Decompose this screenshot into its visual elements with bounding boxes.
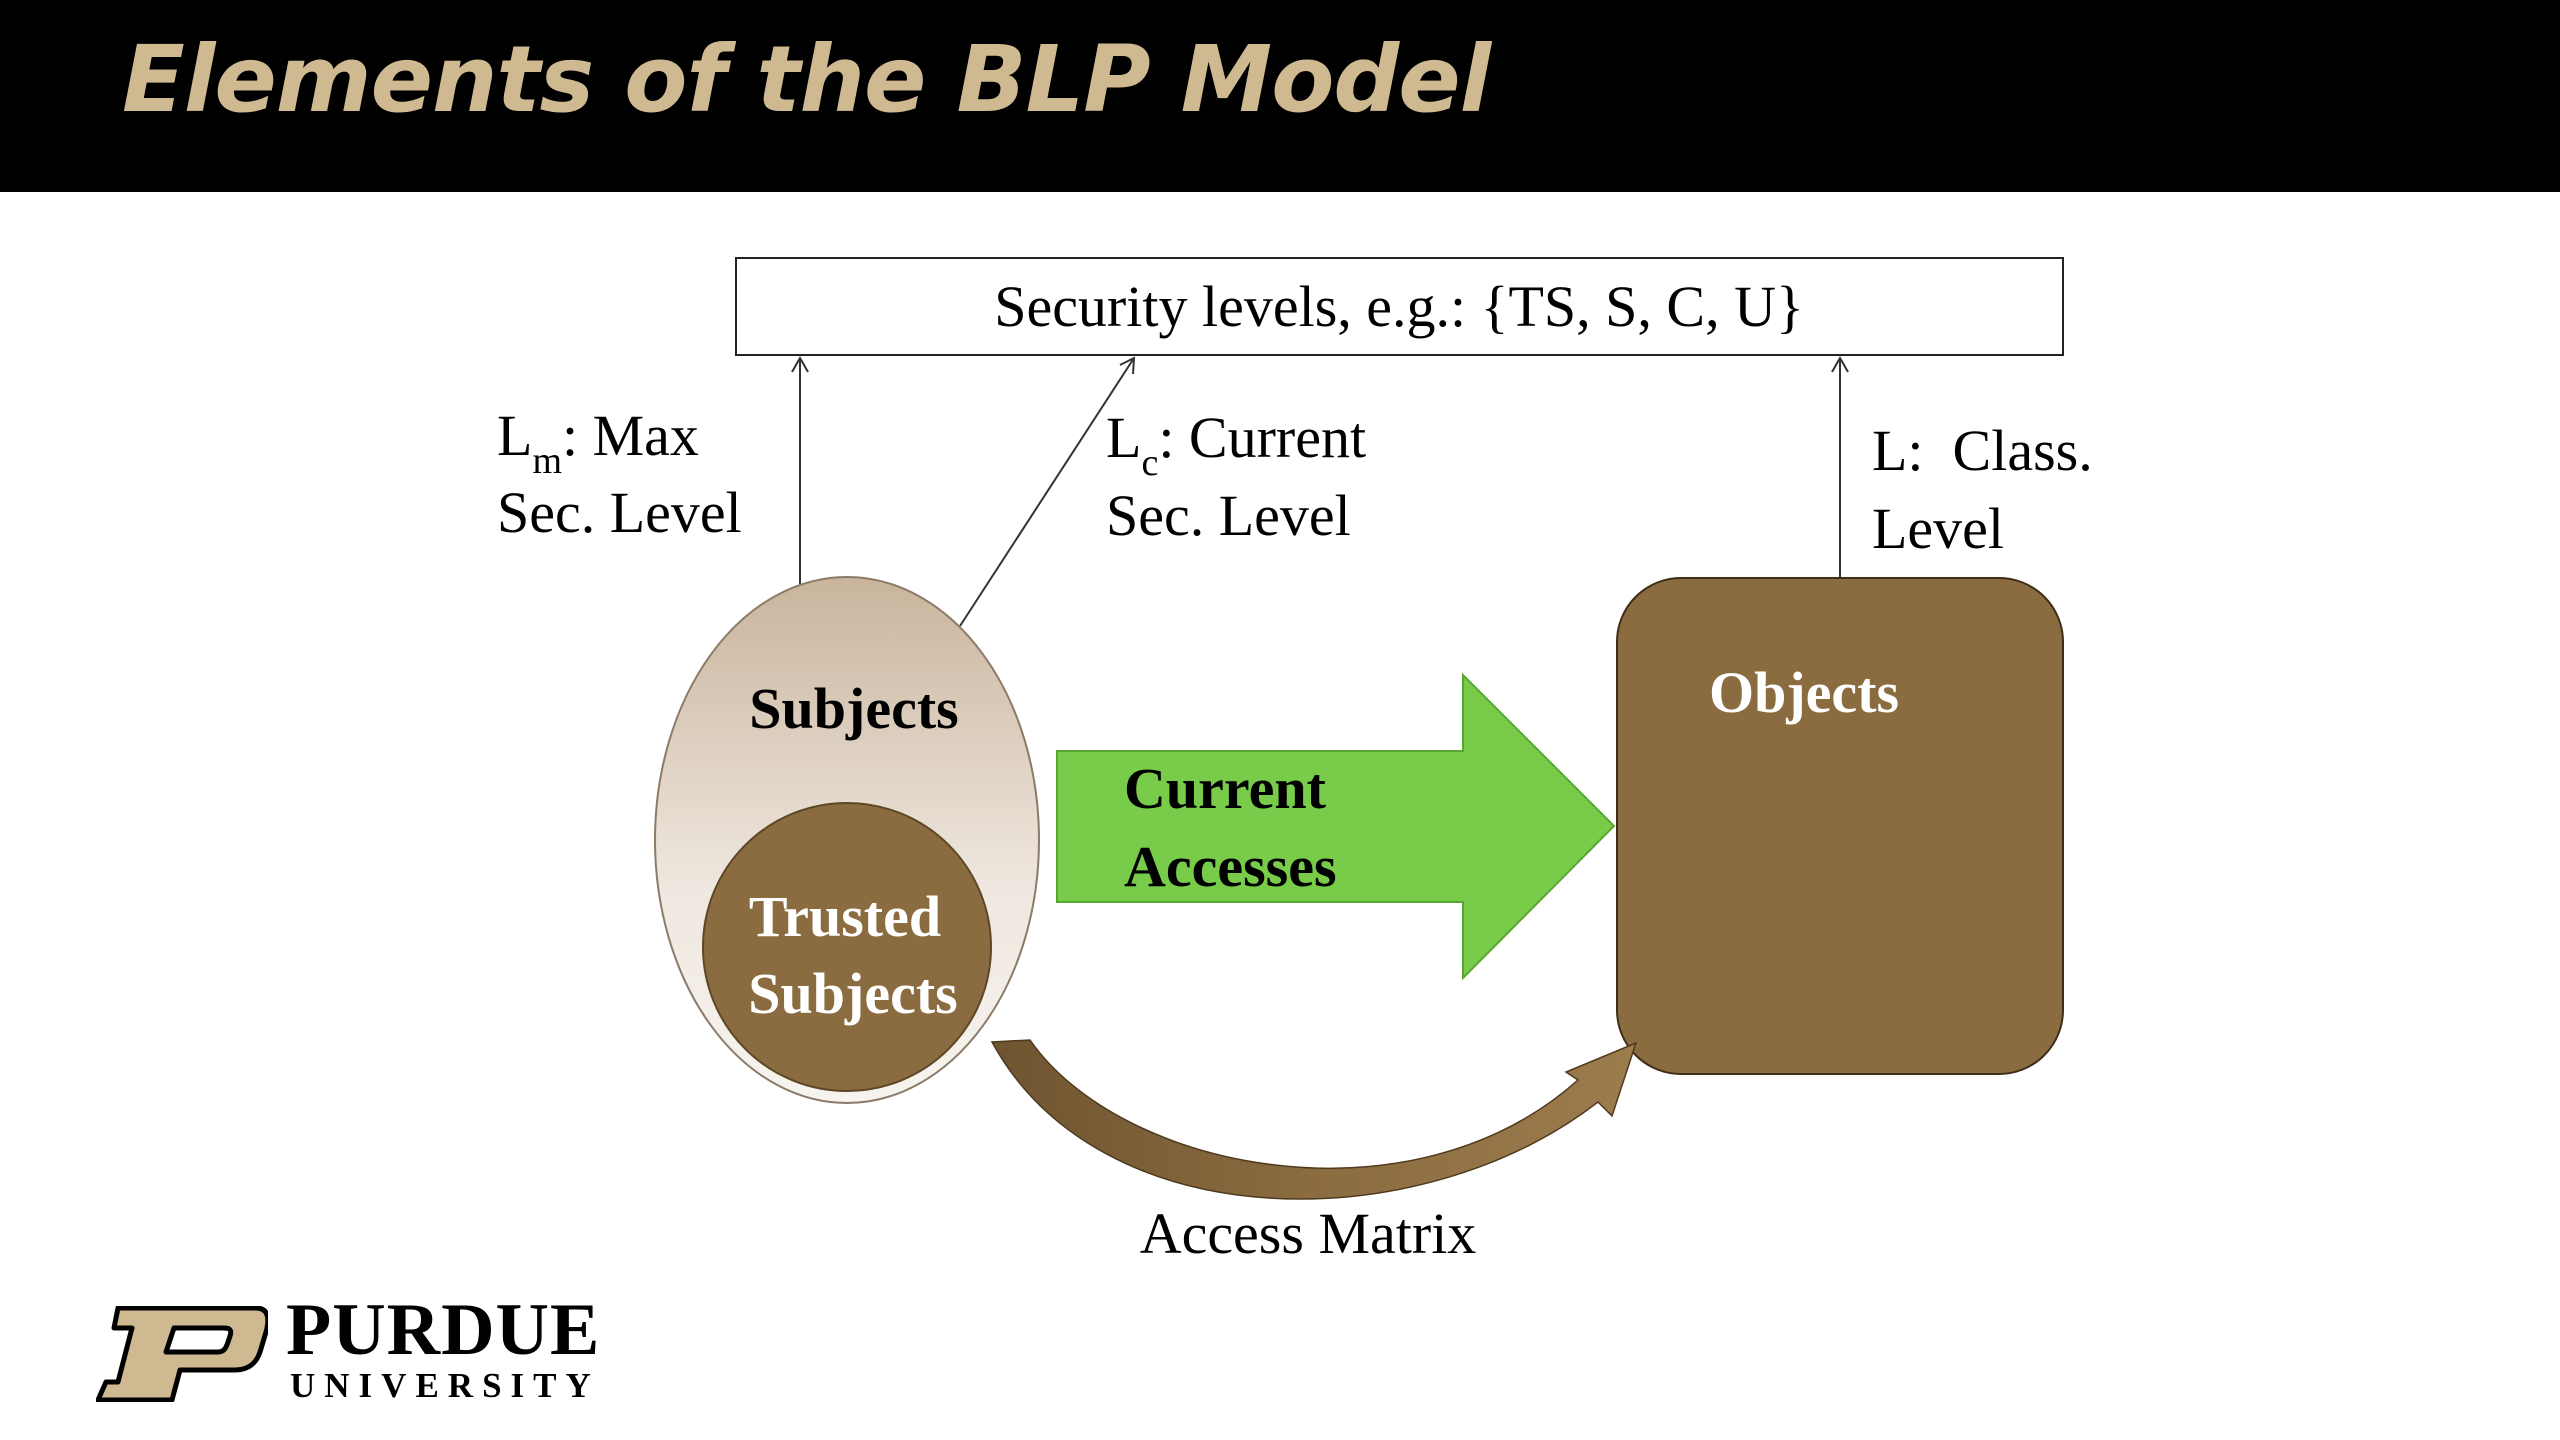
current-accesses-arrow bbox=[1056, 672, 1616, 981]
current-level-suffix: : Current bbox=[1158, 405, 1366, 470]
security-levels-text: Security levels, e.g.: {TS, S, C, U} bbox=[994, 274, 1804, 339]
purdue-logo-sub: UNIVERSITY bbox=[290, 1366, 600, 1405]
class-level-connector bbox=[1831, 355, 1849, 578]
max-level-connector bbox=[791, 355, 809, 584]
purdue-logo-name: PURDUE bbox=[286, 1289, 601, 1371]
current-level-connector bbox=[959, 356, 1136, 627]
current-level-label: Lc: Current bbox=[1106, 405, 1366, 484]
max-level-symbol: L bbox=[497, 403, 532, 468]
trusted-subjects-line2: Subjects bbox=[748, 961, 957, 1026]
current-level-line2: Sec. Level bbox=[1106, 483, 1351, 548]
max-level-subscript: m bbox=[532, 440, 562, 482]
title-bar: Elements of the BLP Model bbox=[0, 0, 2560, 192]
current-accesses-line1: Current bbox=[1124, 756, 1327, 821]
access-matrix-arrow bbox=[990, 1039, 1638, 1200]
class-level-line2: Level bbox=[1872, 496, 2004, 561]
class-level-line1: L: Class. bbox=[1872, 418, 2093, 483]
purdue-logo: PURDUE UNIVERSITY bbox=[96, 1289, 616, 1410]
max-level-line2: Sec. Level bbox=[497, 480, 742, 545]
current-level-symbol: L bbox=[1106, 405, 1141, 470]
max-level-suffix: : Max bbox=[562, 403, 699, 468]
current-level-subscript: c bbox=[1141, 442, 1158, 484]
current-accesses-line2: Accesses bbox=[1124, 834, 1337, 899]
max-level-label: Lm: Max bbox=[497, 403, 699, 482]
subjects-label: Subjects bbox=[749, 676, 958, 741]
purdue-p-mark bbox=[96, 1306, 268, 1402]
trusted-subjects-line1: Trusted bbox=[749, 884, 941, 949]
security-levels-box bbox=[735, 257, 2064, 356]
access-matrix-label: Access Matrix bbox=[1140, 1201, 1477, 1266]
objects-label: Objects bbox=[1709, 660, 1899, 725]
objects-box bbox=[1616, 577, 2064, 1075]
slide-title: Elements of the BLP Model bbox=[122, 26, 1491, 133]
trusted-subjects-circle bbox=[702, 802, 992, 1092]
